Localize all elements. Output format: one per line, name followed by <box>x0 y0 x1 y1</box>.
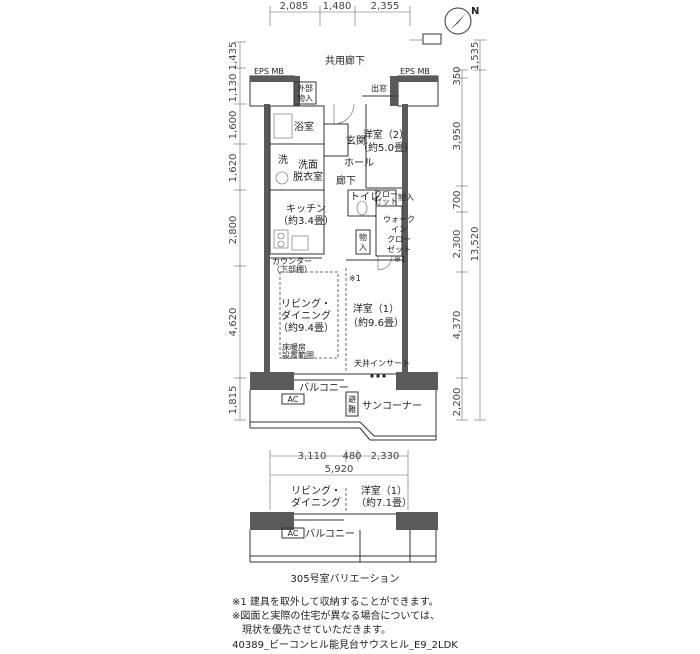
left-dim-7: 1,815 <box>228 386 239 415</box>
note-1: ※1 建具を取外して収納することができます。 <box>232 595 439 608</box>
mid-dim-2: 480 <box>342 451 361 462</box>
main-plan: 共用廊下 EPS MB EPS MB 外部 物入 出窓 浴室 玄関 ホール <box>249 54 439 441</box>
bay-window-label: 出窓 <box>371 83 387 93</box>
left-dim-1: 1,435 <box>228 42 239 71</box>
hall-label: ホール <box>344 157 374 169</box>
right-outer-dim-2: 13,520 <box>470 227 481 262</box>
variation-bedroom-2: （約7.1畳） <box>356 496 412 509</box>
bedroom1-size: （約9.6畳） <box>348 316 404 329</box>
hallway-label: 廊下 <box>336 174 356 187</box>
right-outer-dim-1: 1,535 <box>470 42 481 71</box>
right-dim-2: 3,950 <box>452 122 463 151</box>
washroom-label-1: 洗面 <box>298 159 318 171</box>
shelter-window-label-1: 避 <box>348 394 356 404</box>
variation-plan: リビング・ ダイニング 洋室（1） （約7.1畳） AC バルコニー 305号室… <box>249 482 438 585</box>
note-2: ※図面と実際の住宅が異なる場合については、 <box>232 609 440 622</box>
floor-heating-label-1: 床暖房 <box>282 342 306 352</box>
left-dim-4: 1,620 <box>228 154 239 183</box>
left-dim-3: 1,600 <box>228 111 239 140</box>
right-dimension-lines: 350 3,950 700 2,300 4,370 2,200 1,535 13… <box>452 39 486 421</box>
washroom-label-2: 脱衣室 <box>293 170 323 183</box>
right-dim-6: 2,200 <box>452 388 463 417</box>
entrance-label: 玄関 <box>346 134 366 147</box>
variation-balcony-label: バルコニー <box>305 528 355 540</box>
outdoor-storage-label-1: 外部 <box>297 83 313 93</box>
variation-living-2: ダイニング <box>291 496 341 509</box>
variation-caption: 305号室バリエーション <box>291 572 400 585</box>
right-dim-5: 4,370 <box>452 311 463 340</box>
closet-small-label-1: クロー <box>374 190 398 199</box>
left-dim-2: 1,130 <box>228 74 239 103</box>
bedroom2-size: （約5.0畳） <box>358 141 414 154</box>
living-label-3: （約9.4畳） <box>278 321 334 334</box>
left-dim-6: 4,620 <box>228 308 239 337</box>
right-dim-1: 350 <box>452 66 463 85</box>
ceiling-insert-label: 天井インサート <box>354 358 410 368</box>
living-label-2: ダイニング <box>281 309 331 322</box>
closet-small-label-2: ゼット <box>374 196 398 206</box>
storage1-label: 物入 <box>398 192 414 202</box>
note-3: 現状を優先させていただきます。 <box>232 623 391 636</box>
right-dim-3: 700 <box>452 190 463 209</box>
top-dim-2: 1,480 <box>323 1 352 12</box>
kitchen-label: キッチン <box>286 203 326 215</box>
counter-sub-label: （下部棚） <box>272 264 312 274</box>
mid-dimension-line: 3,110 480 2,330 5,920 <box>269 450 409 484</box>
left-dimension-line: 1,435 1,130 1,600 1,620 2,800 4,620 1,81… <box>228 42 246 421</box>
kitchen-size: （約3.4畳） <box>278 214 334 227</box>
top-dimension-line: 2,085 1,480 2,355 <box>269 1 411 26</box>
ac-label: AC <box>288 395 299 404</box>
walkin-label-4: ゼット <box>387 244 411 254</box>
bedroom1-label: 洋室（1） <box>353 302 399 315</box>
walkin-label-1: ウォーク <box>383 215 415 224</box>
top-dim-3: 2,355 <box>371 1 400 12</box>
floor-heating-label-2: 設置範囲 <box>282 350 314 360</box>
eps-mb-left-label: EPS MB <box>254 67 284 76</box>
variation-ac-label: AC <box>288 529 299 538</box>
living-label-1: リビング・ <box>281 297 331 310</box>
counter-label: カウンター <box>272 257 312 266</box>
storage2-label-1: 物 <box>359 232 367 242</box>
left-dim-5: 2,800 <box>228 216 239 245</box>
shelter-window-label-2: 難 <box>348 404 356 414</box>
walkin-label-3: クロー <box>387 235 411 244</box>
toilet-label: トイレ <box>350 192 380 203</box>
sun-corner-label: サンコーナー <box>362 400 422 412</box>
variation-bedroom-1: 洋室（1） <box>361 484 407 497</box>
notes: ※1 建具を取外して収納することができます。 ※図面と実際の住宅が異なる場合につ… <box>232 595 440 636</box>
footer-label: 40389_ビーコンヒル能見台サウスヒル_E9_2LDK <box>232 638 458 650</box>
wash-label: 洗 <box>278 154 288 166</box>
eps-mb-right-label: EPS MB <box>400 67 430 76</box>
top-dim-1: 2,085 <box>280 1 309 12</box>
compass-icon: N <box>444 6 479 35</box>
note1-marker: ※1 <box>349 274 361 283</box>
mid-dim-1: 3,110 <box>298 451 327 462</box>
walkin-label-2: イン <box>391 225 407 234</box>
variation-living-1: リビング・ <box>291 484 341 497</box>
bedroom2-label: 洋室（2） <box>363 128 409 141</box>
balcony-label: バルコニー <box>299 382 349 394</box>
mid-dim-3: 2,330 <box>371 451 400 462</box>
mid-dim-total: 5,920 <box>325 464 354 475</box>
corridor-label: 共用廊下 <box>325 54 365 67</box>
right-dim-4: 2,300 <box>452 230 463 259</box>
compass-label: N <box>471 6 479 17</box>
outdoor-storage-label-2: 物入 <box>297 93 313 103</box>
storage2-label-2: 入 <box>359 243 367 252</box>
bathroom-label: 浴室 <box>294 120 314 133</box>
